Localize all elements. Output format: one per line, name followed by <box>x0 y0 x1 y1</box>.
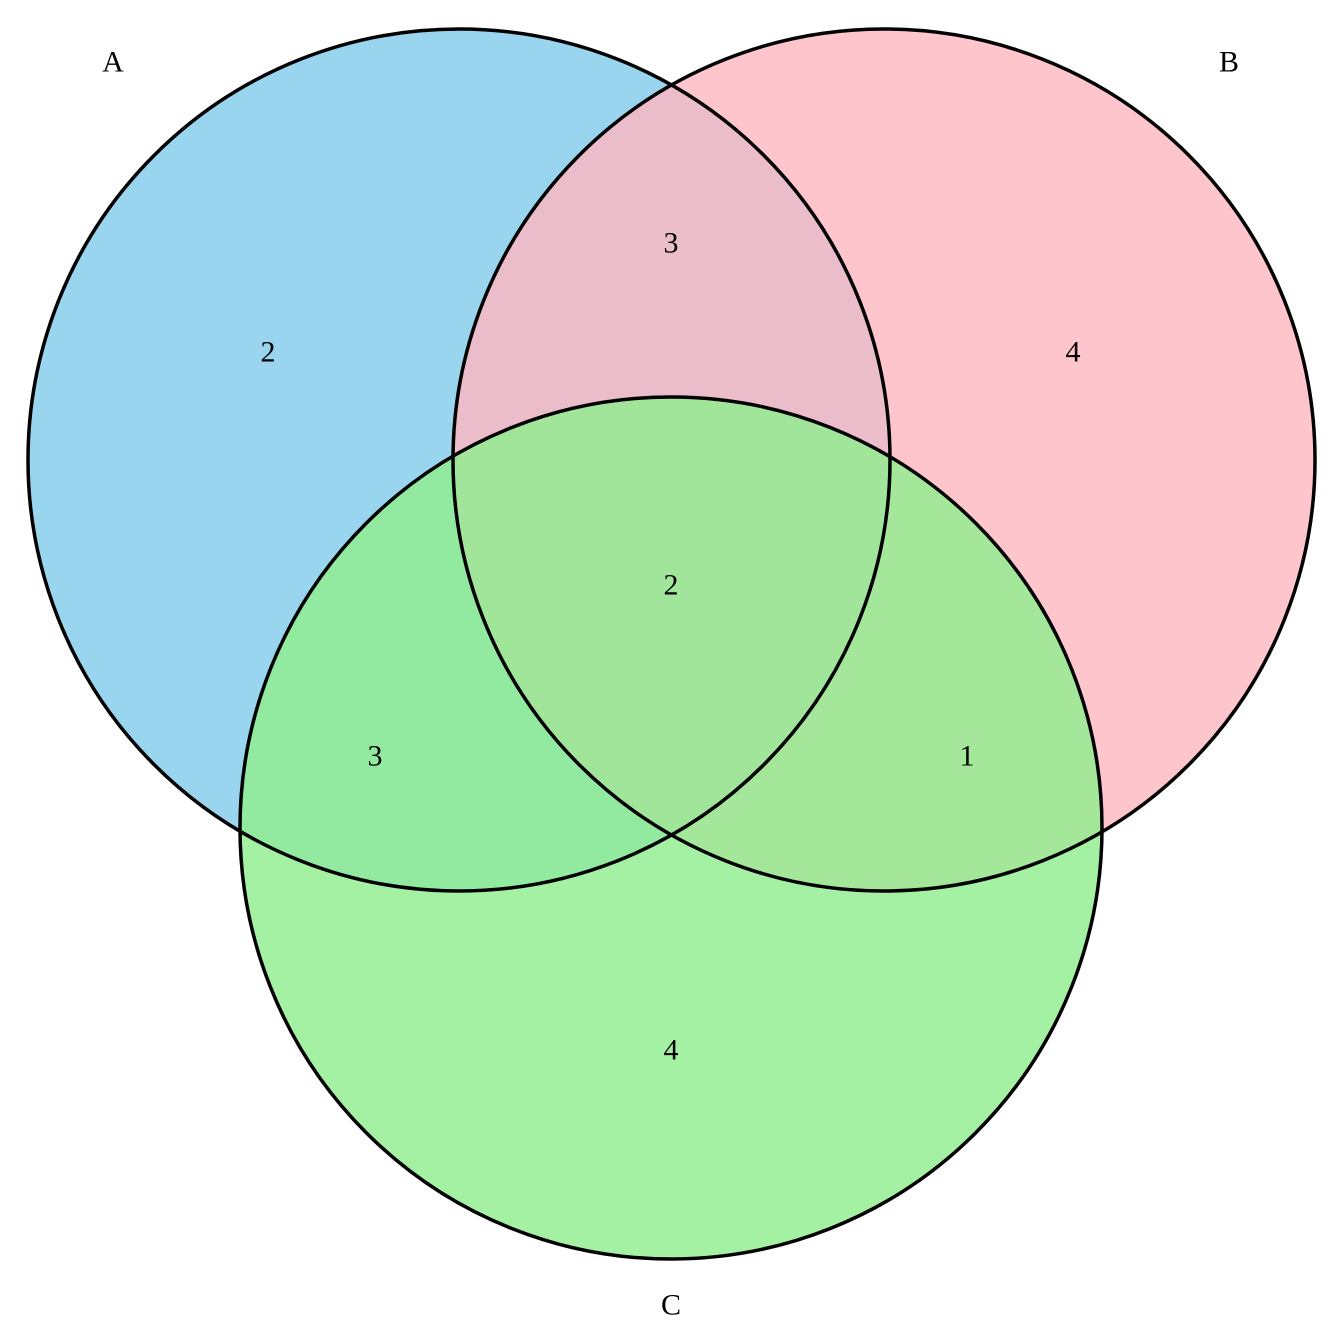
set-fills <box>28 29 1315 1259</box>
set-c-label: C <box>661 1289 681 1322</box>
region-counts: 2 4 4 3 3 1 2 <box>261 227 1081 1067</box>
set-b-label: B <box>1219 46 1239 79</box>
set-a-label: A <box>102 46 124 79</box>
region-b-only-count: 4 <box>1066 336 1081 369</box>
region-a-b-c-count: 2 <box>664 569 679 602</box>
set-a-outline <box>26 27 892 893</box>
set-outlines <box>26 27 1317 1261</box>
region-b-c-count: 1 <box>960 740 975 773</box>
region-c-only-count: 4 <box>664 1034 679 1067</box>
region-a-b-count: 3 <box>664 227 679 260</box>
set-c-outline <box>238 395 1104 1261</box>
set-c-fill <box>240 397 1102 1259</box>
set-labels: A B C <box>102 46 1239 1322</box>
set-b-outline <box>451 27 1317 893</box>
region-a-only-count: 2 <box>261 336 276 369</box>
region-a-c-count: 3 <box>368 740 383 773</box>
